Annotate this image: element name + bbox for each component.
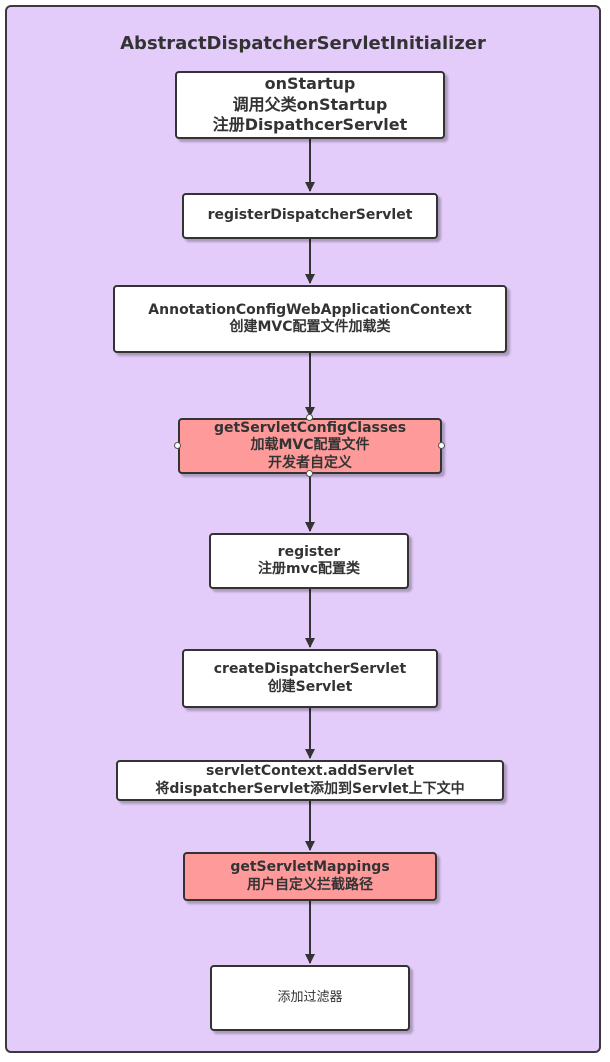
node-label: 用户自定义拦截路径 xyxy=(247,876,373,893)
node-label: 添加过滤器 xyxy=(277,989,343,1005)
annotation-config-context-node[interactable]: AnnotationConfigWebApplicationContext 创建… xyxy=(113,285,507,353)
selection-handle-bottom[interactable] xyxy=(306,470,313,477)
node-label: AnnotationConfigWebApplicationContext xyxy=(148,301,472,318)
selection-handle-right[interactable] xyxy=(438,442,445,449)
servlet-context-add-servlet-node[interactable]: servletContext.addServlet 将dispatcherSer… xyxy=(116,760,504,801)
register-node[interactable]: register 注册mvc配置类 xyxy=(209,533,409,589)
create-dispatcher-servlet-node[interactable]: createDispatcherServlet 创建Servlet xyxy=(182,649,438,708)
node-label: getServletMappings xyxy=(230,859,390,875)
node-label: 将dispatcherServlet添加到Servlet上下文中 xyxy=(155,780,465,797)
onstartup-node[interactable]: onStartup 调用父类onStartup 注册DispathcerServ… xyxy=(175,71,445,139)
node-label: 注册mvc配置类 xyxy=(257,561,360,577)
add-filter-node[interactable]: 添加过滤器 xyxy=(210,965,410,1031)
node-label: register xyxy=(277,543,341,560)
register-dispatcher-servlet-node[interactable]: registerDispatcherServlet xyxy=(182,193,438,239)
selection-handle-top[interactable] xyxy=(306,414,313,421)
get-servlet-mappings-node[interactable]: getServletMappings 用户自定义拦截路径 xyxy=(183,852,437,901)
node-label: 创建MVC配置文件加载类 xyxy=(229,319,391,335)
node-label: getServletConfigClasses xyxy=(213,419,407,436)
node-label: 创建Servlet xyxy=(267,678,353,695)
node-label: 开发者自定义 xyxy=(268,454,352,471)
node-label: 加载MVC配置文件 xyxy=(250,437,370,454)
node-label: servletContext.addServlet xyxy=(205,763,415,779)
node-label: createDispatcherServlet xyxy=(213,661,407,677)
node-label: 注册DispathcerServlet xyxy=(212,115,408,135)
node-label: 调用父类onStartup xyxy=(232,94,388,114)
get-servlet-config-classes-node[interactable]: getServletConfigClasses 加载MVC配置文件 开发者自定义 xyxy=(178,418,442,474)
node-label: onStartup xyxy=(264,73,356,93)
node-label: registerDispatcherServlet xyxy=(207,207,413,224)
diagram-title: AbstractDispatcherServletInitializer xyxy=(120,33,486,54)
selection-handle-left[interactable] xyxy=(174,442,181,449)
